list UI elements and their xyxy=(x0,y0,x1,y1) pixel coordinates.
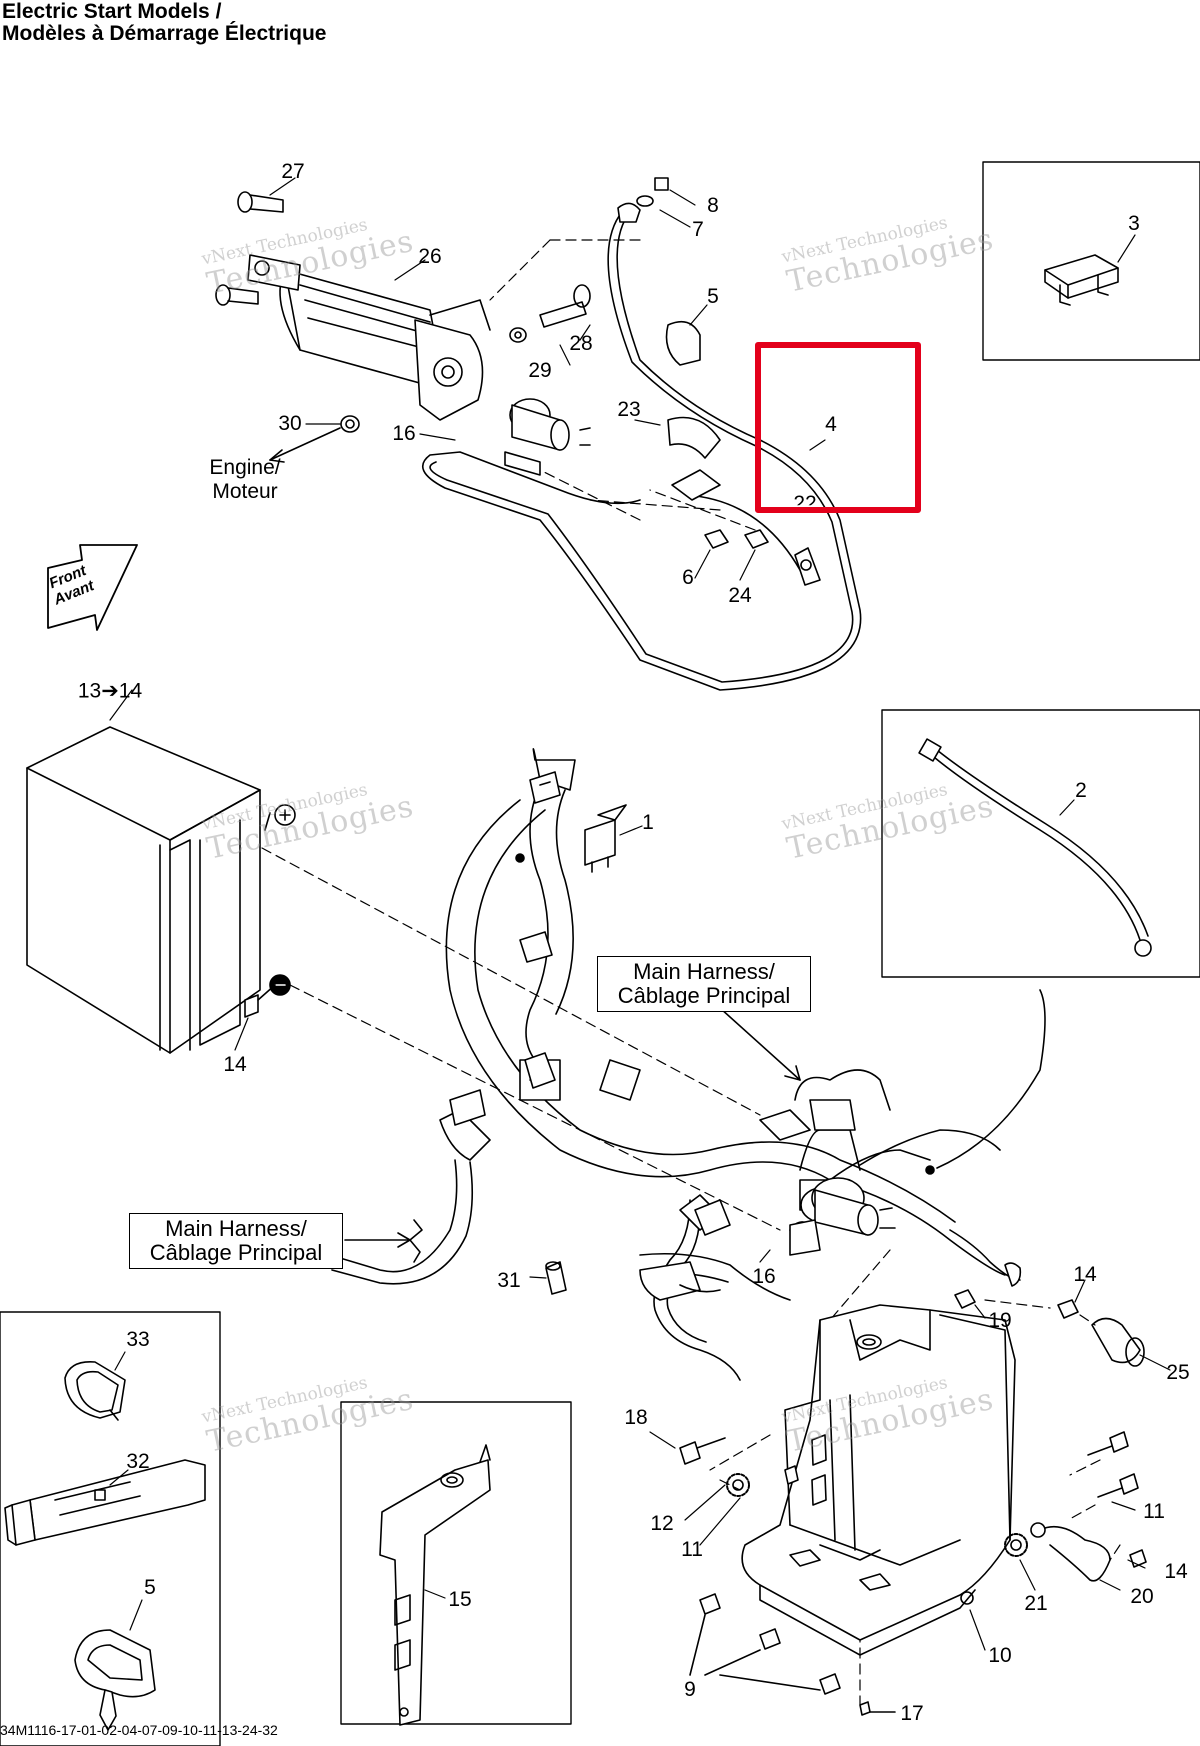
terminal-22 xyxy=(671,469,721,501)
cable-2 xyxy=(918,738,1152,957)
nut-6 xyxy=(704,529,729,549)
nut-8 xyxy=(654,177,669,191)
label-7: 7 xyxy=(692,218,704,241)
label-14c: 14 xyxy=(1164,1560,1188,1583)
highlight-box xyxy=(755,342,921,513)
fuse-3 xyxy=(1044,254,1119,306)
engine-arrow xyxy=(269,427,341,461)
harness-connectors xyxy=(449,771,731,1236)
label-25: 25 xyxy=(1166,1361,1190,1384)
battery-tray-10 xyxy=(741,1304,1016,1656)
label-19: 19 xyxy=(988,1309,1012,1332)
ground-cable-20 xyxy=(1039,1525,1111,1582)
main-harness-label-2: Main Harness/ Câblage Principal xyxy=(129,1213,343,1269)
front-arrow xyxy=(47,544,138,631)
label-13-14: 13➔14 xyxy=(77,679,143,703)
label-10: 10 xyxy=(988,1644,1012,1667)
main-harness-label-1-line-1: Main Harness/ xyxy=(633,959,775,984)
clip-5-lower xyxy=(74,1629,156,1731)
label-3: 3 xyxy=(1128,212,1140,235)
engine-label-line-2: Moteur xyxy=(212,480,278,503)
solenoid-top xyxy=(504,398,591,476)
label-6: 6 xyxy=(682,566,694,589)
label-15: 15 xyxy=(448,1588,472,1611)
cap-25 xyxy=(1091,1317,1141,1364)
drawing-code: 34M1116-17-01-02-04-07-09-10-11-13-24-32 xyxy=(0,1722,278,1738)
label-14b: 14 xyxy=(1073,1263,1097,1286)
washer-29 xyxy=(509,327,527,343)
clip-33 xyxy=(64,1361,126,1421)
washer-30 xyxy=(340,415,360,433)
cable-4 xyxy=(421,211,862,691)
engine-label-line-1: Engine/ xyxy=(209,456,281,479)
bracket-15 xyxy=(379,1444,491,1726)
title-line-2: Modèles à Démarrage Électrique xyxy=(2,22,327,45)
leader-9 xyxy=(689,1614,821,1691)
label-18: 18 xyxy=(624,1406,648,1429)
washer-7 xyxy=(636,195,654,207)
clip-5-top xyxy=(665,320,701,366)
bolt-27 xyxy=(215,191,284,306)
main-harness-label-1-line-2: Câblage Principal xyxy=(617,983,791,1008)
main-harness-label-2-line-2: Câblage Principal xyxy=(149,1240,323,1265)
label-12: 12 xyxy=(650,1512,674,1535)
label-28: 28 xyxy=(569,332,593,355)
main-harness xyxy=(329,747,1046,1381)
inset-frame-cable xyxy=(881,709,1200,978)
label-9: 9 xyxy=(684,1678,696,1701)
label-8: 8 xyxy=(707,194,719,217)
label-27: 27 xyxy=(281,160,305,183)
nut-24 xyxy=(744,529,769,549)
inset-frame-fuse xyxy=(982,161,1200,361)
label-16b: 16 xyxy=(752,1265,776,1288)
bolt-28 xyxy=(539,301,587,328)
label-21: 21 xyxy=(1024,1592,1048,1615)
label-22: 22 xyxy=(793,492,817,515)
label-11b: 11 xyxy=(1143,1500,1165,1523)
label-32: 32 xyxy=(126,1450,150,1473)
nut-19 xyxy=(954,1289,976,1309)
label-26: 26 xyxy=(418,245,442,268)
label-31: 31 xyxy=(497,1269,521,1292)
label-29: 29 xyxy=(528,359,552,382)
label-23: 23 xyxy=(617,398,641,421)
starter-motor xyxy=(247,254,491,421)
label-33: 33 xyxy=(126,1328,150,1351)
grommet-23 xyxy=(667,416,721,459)
inset-frame-accessories xyxy=(0,1311,221,1746)
title-line-1: Electric Start Models / xyxy=(2,0,222,23)
label-16a: 16 xyxy=(392,422,416,445)
label-14a: 14 xyxy=(223,1053,247,1076)
relay-1 xyxy=(584,819,616,866)
label-1: 1 xyxy=(642,811,654,834)
connector-31 xyxy=(545,1261,567,1295)
tray-fasteners xyxy=(679,1431,1147,1716)
label-4: 4 xyxy=(825,413,837,436)
label-5a: 5 xyxy=(707,285,719,308)
bolt-28-head xyxy=(573,284,591,308)
label-5b: 5 xyxy=(144,1576,156,1599)
label-24: 24 xyxy=(728,584,752,607)
bolt-14b xyxy=(1057,1299,1079,1319)
label-2: 2 xyxy=(1075,779,1087,802)
label-30: 30 xyxy=(278,412,302,435)
label-17: 17 xyxy=(900,1702,924,1725)
inset-frame-bracket xyxy=(340,1401,572,1725)
label-11a: 11 xyxy=(681,1538,703,1561)
battery-13 xyxy=(26,726,296,1054)
grease-tube-32 xyxy=(4,1459,206,1546)
main-harness-label-1: Main Harness/ Câblage Principal xyxy=(597,956,811,1012)
solenoid-lower xyxy=(789,1177,896,1256)
label-20: 20 xyxy=(1130,1585,1154,1608)
main-harness-label-2-line-1: Main Harness/ xyxy=(165,1216,307,1241)
